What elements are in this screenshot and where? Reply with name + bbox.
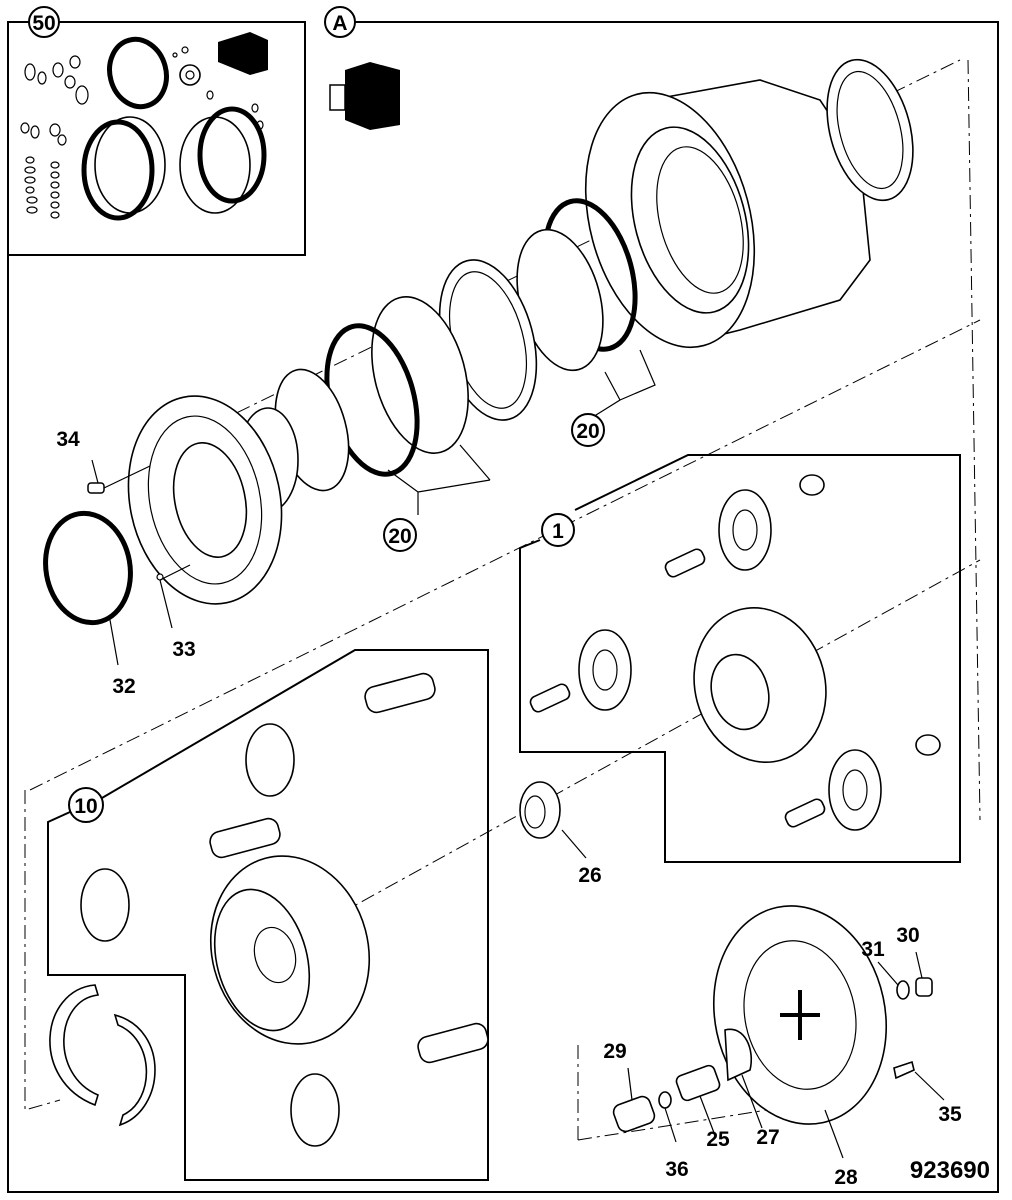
thrust-washer-half-left (49, 984, 100, 1107)
planet-gear-10c (290, 1073, 340, 1147)
kit-black-seal (218, 32, 268, 75)
washer-31 (896, 980, 910, 1000)
o-ring-32 (43, 510, 133, 626)
right-border-dash (967, 59, 981, 821)
sleeve-29 (612, 1095, 656, 1133)
svg-text:A: A (332, 12, 347, 35)
label-30: 30 (896, 924, 919, 947)
label-36: 36 (665, 1158, 688, 1181)
label-31: 31 (861, 938, 885, 961)
pin-1c (784, 798, 826, 828)
label-29: 29 (603, 1040, 626, 1063)
view-a-icon (329, 62, 400, 130)
planet-carrier-1 (529, 474, 941, 831)
planet-gear-1a (718, 489, 772, 571)
plug-34 (87, 482, 105, 494)
svg-text:50: 50 (32, 12, 55, 35)
pin-1b (529, 683, 571, 713)
label-33: 33 (172, 638, 195, 661)
figure-number: 923690 (910, 1157, 990, 1184)
planet-gear-1c (828, 749, 882, 831)
label-25: 25 (706, 1128, 730, 1151)
callout-50: 50 (28, 6, 60, 38)
label-28: 28 (834, 1166, 858, 1189)
planet-carrier-10 (80, 672, 489, 1147)
hub-housing (584, 79, 871, 349)
pin-1a (664, 548, 706, 578)
callout-20-upper: 20 (571, 413, 605, 447)
callout-1: 1 (541, 513, 575, 547)
label-27: 27 (756, 1126, 779, 1149)
kit-small-o-rings (20, 46, 264, 219)
svg-text:10: 10 (74, 795, 97, 818)
svg-text:20: 20 (388, 525, 411, 548)
axis-line-lower (29, 319, 981, 791)
floating-seal-lower (371, 296, 469, 454)
label-34: 34 (56, 428, 80, 451)
shaft-25 (675, 1064, 721, 1102)
kit-o-ring-large-1 (107, 36, 169, 110)
assembly-10-frame (47, 649, 489, 1181)
kit-50-seal-kit (20, 32, 268, 221)
housing-seal-ring (826, 58, 914, 202)
shaft-10a (364, 672, 436, 714)
label-32: 32 (112, 675, 135, 698)
kit-o-ring-large-3 (197, 106, 267, 204)
cover-axis (577, 1040, 831, 1141)
planet-gear-1b (578, 629, 632, 711)
plug-30 (915, 977, 933, 997)
ring-36 (658, 1091, 672, 1109)
thrust-washer-half-right (113, 1013, 156, 1127)
svg-text:1: 1 (552, 520, 564, 543)
label-26: 26 (578, 864, 601, 887)
bolt-35 (893, 1060, 915, 1080)
shaft-10b (209, 817, 281, 859)
shaft-10c (417, 1022, 489, 1064)
sun-gear-26 (519, 781, 561, 839)
kit-o-ring-large-2 (81, 119, 155, 221)
planet-gear-10a (245, 723, 295, 797)
planet-gear-10b (80, 868, 130, 942)
kit-seal-ring-1 (94, 116, 166, 214)
callout-10: 10 (68, 787, 104, 823)
spacer-27 (724, 1028, 752, 1082)
kit-bearing-washer (179, 64, 201, 86)
callout-a: A (324, 6, 356, 38)
svg-text:20: 20 (576, 420, 599, 443)
label-35: 35 (938, 1103, 962, 1126)
left-border-dash (24, 790, 61, 1111)
kit-50-frame (7, 21, 306, 256)
callout-20-lower: 20 (383, 518, 417, 552)
cover-28 (712, 905, 888, 1125)
assembly-1-frame (519, 454, 961, 863)
spindle-flange (127, 395, 299, 605)
